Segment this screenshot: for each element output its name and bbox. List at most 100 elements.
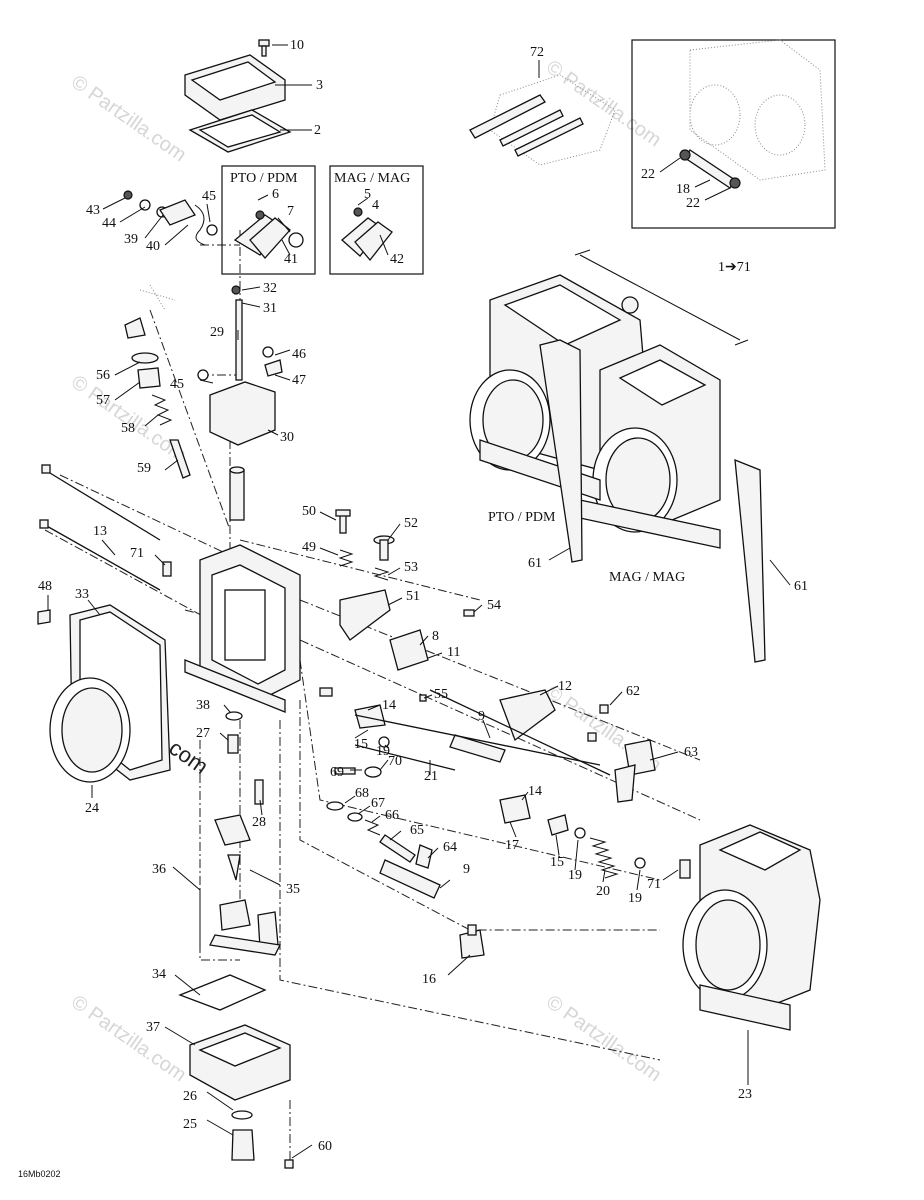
- callout-6: 6: [272, 187, 279, 202]
- callout-2: 2: [314, 123, 321, 138]
- float-bowl: [178, 974, 294, 1169]
- callout-67: 67: [371, 796, 385, 811]
- callout-71a: 71: [130, 546, 144, 561]
- callout-46: 46: [292, 347, 306, 362]
- callout-53: 53: [404, 560, 418, 575]
- callout-20: 20: [596, 884, 610, 899]
- callout-55: 55: [434, 687, 448, 702]
- callout-45a: 45: [202, 189, 216, 204]
- middle-hardware: [319, 509, 475, 748]
- callout-62: 62: [626, 684, 640, 699]
- callout-18: 18: [676, 182, 690, 197]
- top-cap: [184, 39, 292, 153]
- callout-35: 35: [286, 882, 300, 897]
- callout-16: 16: [422, 972, 436, 987]
- callout-33: 33: [75, 587, 89, 602]
- long-screws: [39, 464, 172, 591]
- throttle-slide: [197, 285, 283, 521]
- callout-39: 39: [124, 232, 138, 247]
- inset-pto-title: PTO / PDM: [230, 171, 298, 186]
- tool-kit: [469, 74, 616, 166]
- callout-36: 36: [152, 862, 166, 877]
- callout-50: 50: [302, 504, 316, 519]
- callout-29: 29: [210, 325, 224, 340]
- callout-28: 28: [252, 815, 266, 830]
- callout-66: 66: [385, 808, 399, 823]
- callout-58: 58: [121, 421, 135, 436]
- callout-57: 57: [96, 393, 110, 408]
- callout-64: 64: [443, 840, 457, 855]
- callout-3: 3: [316, 78, 323, 93]
- callout-63: 63: [684, 745, 698, 760]
- callout-49: 49: [302, 540, 316, 555]
- lower-linkage: [326, 766, 691, 959]
- callout-69: 69: [330, 765, 344, 780]
- carb-body-left: [37, 544, 301, 783]
- callout-19a: 19: [376, 744, 390, 759]
- callout-61b: 61: [794, 579, 808, 594]
- callout-27: 27: [196, 726, 210, 741]
- callout-52: 52: [404, 516, 418, 531]
- callout-21: 21: [424, 769, 438, 784]
- callout-51: 51: [406, 589, 420, 604]
- callout-22a: 22: [641, 167, 655, 182]
- callouts: 10 3 2 6 7 41 5 4 42 43 44 39 40 45 32 3…: [18, 38, 808, 1179]
- callout-26: 26: [183, 1089, 197, 1104]
- callout-45b: 45: [170, 377, 184, 392]
- callout-32: 32: [263, 281, 277, 296]
- callout-9a: 9: [478, 709, 485, 724]
- callout-11: 11: [447, 645, 460, 660]
- callout-12: 12: [558, 679, 572, 694]
- callout-48: 48: [38, 579, 52, 594]
- carb-assembly: [469, 249, 766, 663]
- jets-left: [209, 711, 281, 956]
- callout-38: 38: [196, 698, 210, 713]
- callout-61a: 61: [528, 556, 542, 571]
- callout-60: 60: [318, 1139, 332, 1154]
- callout-7: 7: [287, 204, 294, 219]
- callout-41: 41: [284, 252, 298, 267]
- callout-30: 30: [280, 430, 294, 445]
- leader-lines: [47, 44, 791, 1159]
- callout-25: 25: [183, 1117, 197, 1132]
- callout-54: 54: [487, 598, 501, 613]
- callout-23: 23: [738, 1087, 752, 1102]
- inset-mag-title: MAG / MAG: [334, 171, 410, 186]
- inset-detail: [631, 39, 836, 229]
- watermark-1: © Partzilla.com: [67, 71, 190, 166]
- callout-44: 44: [102, 216, 116, 231]
- callout-70: 70: [388, 754, 402, 769]
- callout-19b: 19: [568, 868, 582, 883]
- callout-22b: 22: [686, 196, 700, 211]
- callout-9b: 9: [463, 862, 470, 877]
- callout-15b: 15: [550, 855, 564, 870]
- throttle-shafts: [354, 689, 656, 803]
- callout-72: 72: [530, 45, 544, 60]
- callout-37: 37: [146, 1020, 160, 1035]
- carb-body-right: [682, 824, 821, 1031]
- callout-14a: 14: [382, 698, 396, 713]
- callout-5: 5: [364, 187, 371, 202]
- callout-10: 10: [290, 38, 304, 53]
- inset-mag: MAG / MAG: [329, 165, 424, 275]
- callout-65: 65: [410, 823, 424, 838]
- callout-42: 42: [390, 252, 404, 267]
- callout-13: 13: [93, 524, 107, 539]
- callout-71b: 71: [647, 877, 661, 892]
- callout-8: 8: [432, 629, 439, 644]
- lever-parts: [123, 190, 218, 246]
- assembly-mag-label: MAG / MAG: [609, 570, 685, 585]
- callout-56: 56: [96, 368, 110, 383]
- callout-47: 47: [292, 373, 306, 388]
- assembly-range-label: 1➔71: [718, 260, 751, 275]
- callout-24: 24: [85, 801, 99, 816]
- callout-19c: 19: [628, 891, 642, 906]
- callout-15a: 15: [354, 737, 368, 752]
- watermark-5: © Partzilla.com: [67, 991, 190, 1086]
- callout-59: 59: [137, 461, 151, 476]
- callout-4: 4: [372, 198, 379, 213]
- inset-pto: PTO / PDM: [221, 165, 316, 275]
- callout-17: 17: [505, 838, 519, 853]
- callout-40: 40: [146, 239, 160, 254]
